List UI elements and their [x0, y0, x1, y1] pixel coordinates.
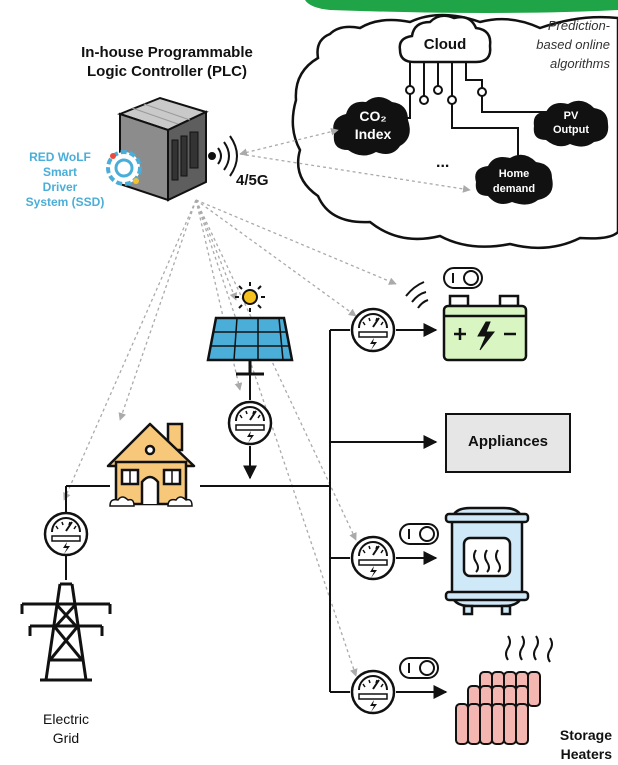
- cloud-icon: [398, 14, 492, 64]
- home-demand-cloud: [475, 154, 553, 205]
- storage-heater-toggle-switch[interactable]: [399, 657, 439, 679]
- ssd-label-line2: Smart: [42, 165, 77, 179]
- grid-meter-icon: [43, 511, 89, 557]
- ssd-label-line3: Driver: [42, 180, 78, 194]
- water-tank-toggle-switch[interactable]: [399, 523, 439, 545]
- cloud-title: Cloud: [423, 36, 467, 53]
- home-demand-line2: demand: [492, 183, 536, 195]
- home-demand-line1: Home: [498, 168, 530, 180]
- storage-heaters-icon: [455, 635, 553, 745]
- sun-icon: [235, 282, 265, 312]
- cloud-ellipsis: ...: [436, 154, 450, 171]
- co2-label-line1: CO₂: [359, 108, 387, 124]
- water-tank-meter-icon: [350, 535, 396, 581]
- co2-cloud: [333, 97, 410, 156]
- storage-heaters-line2: Heaters: [560, 746, 612, 762]
- ssd-label-line1: RED WoLF: [29, 150, 91, 164]
- algorithms-line3: algorithms: [550, 56, 610, 71]
- electric-grid-line2: Grid: [52, 730, 80, 746]
- electric-grid-line1: Electric: [43, 711, 89, 727]
- storage-heater-meter-icon: [350, 669, 396, 715]
- network-label: 4/5G: [236, 172, 269, 189]
- battery-icon: [442, 294, 528, 362]
- solar-meter-icon: [227, 400, 273, 446]
- cloud-connector-nodes: [405, 85, 487, 105]
- appliances-label: Appliances: [467, 433, 549, 450]
- plc-title-line2: Logic Controller (PLC): [87, 63, 247, 80]
- cloud-banner: [305, 0, 618, 13]
- plc-device: [117, 96, 209, 202]
- wireless-signal-icon: [208, 135, 238, 177]
- algorithms-line2: based online: [536, 37, 610, 52]
- pv-cloud: [533, 100, 609, 147]
- battery-meter-icon: [350, 307, 396, 353]
- pv-output-line1: PV: [563, 110, 579, 122]
- storage-heaters-line1: Storage: [559, 727, 612, 743]
- plc-title-line1: In-house Programmable: [81, 44, 253, 61]
- transmission-tower-icon: [20, 582, 112, 682]
- appliances-box: [445, 413, 571, 473]
- battery-toggle-switch[interactable]: [443, 267, 483, 289]
- battery-wireless-icon: [405, 281, 429, 309]
- algorithms-line1: Prediction-: [547, 18, 610, 33]
- ssd-label-line4: System (SSD): [25, 195, 105, 209]
- pv-output-line2: Output: [552, 124, 590, 136]
- water-tank-icon: [444, 506, 530, 616]
- house-icon: [106, 422, 196, 507]
- communication-links: [63, 127, 471, 677]
- power-lines: [65, 323, 448, 699]
- ssd-gear-icon: [106, 150, 142, 186]
- solar-panel-icon: [206, 316, 294, 376]
- co2-label-line2: Index: [354, 126, 392, 142]
